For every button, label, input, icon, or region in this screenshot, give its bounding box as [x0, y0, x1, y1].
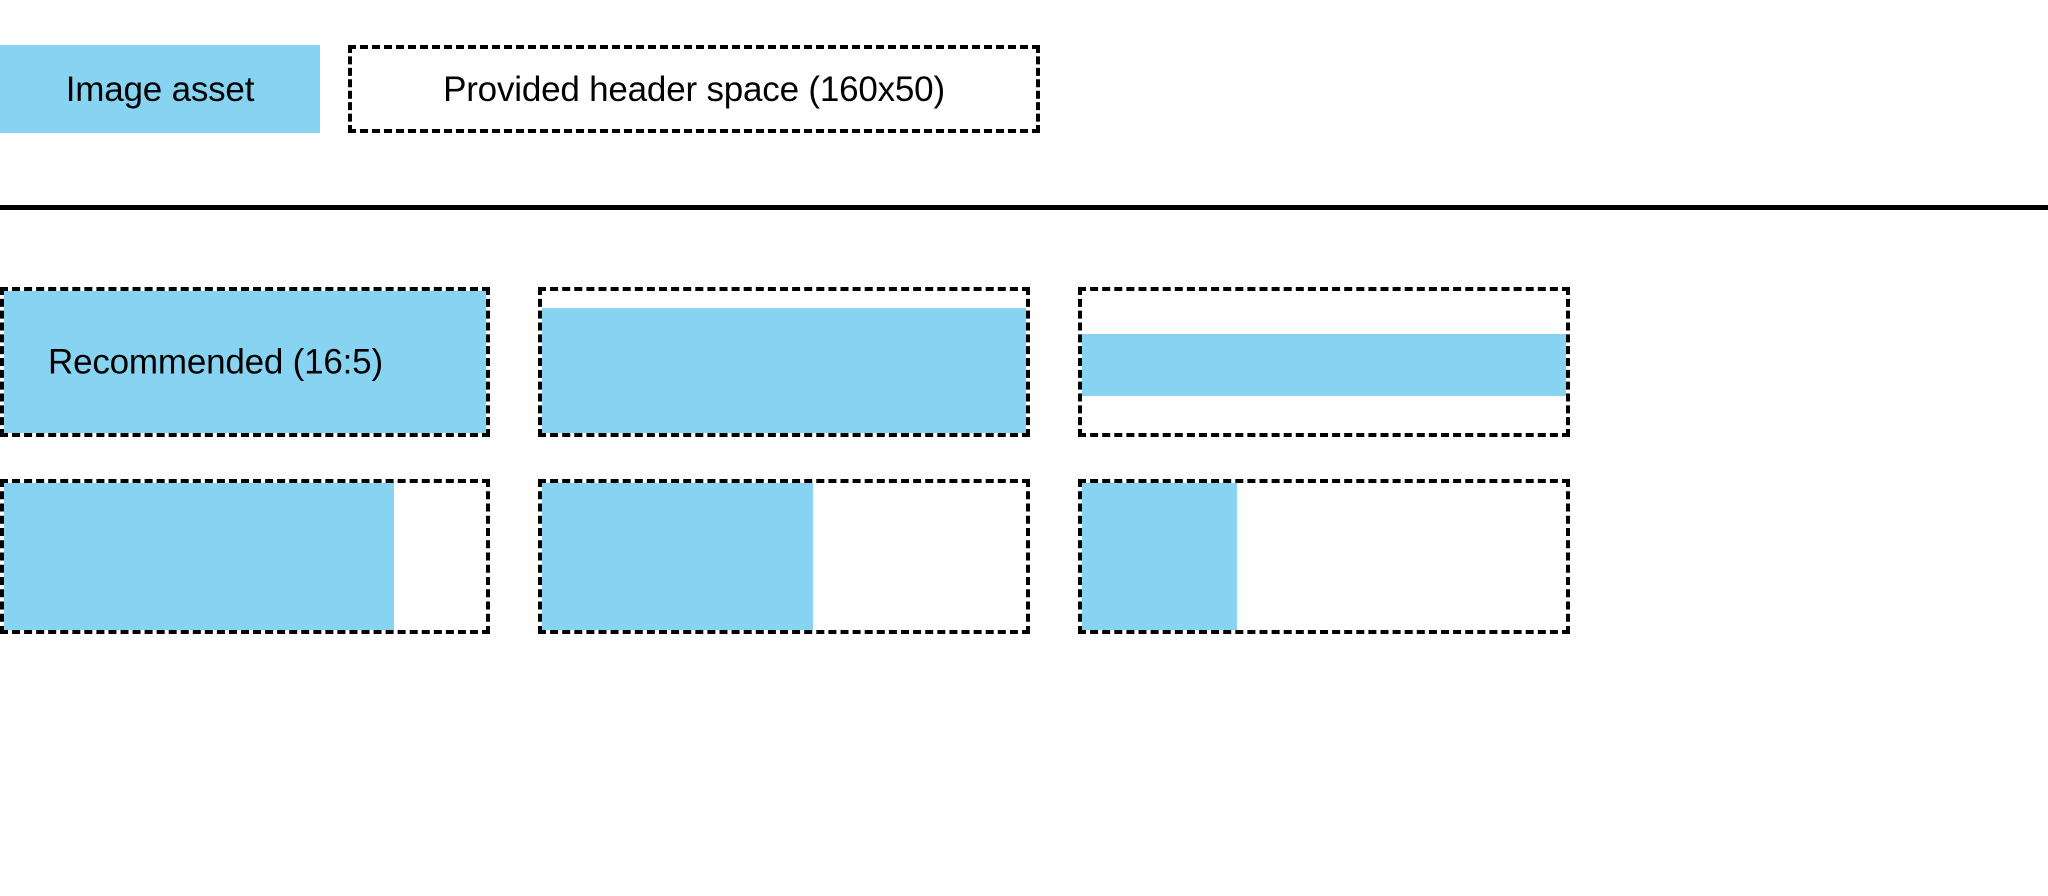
section-divider — [0, 205, 2048, 210]
header-legend-row: Image asset Provided header space (160x5… — [0, 45, 1400, 133]
example-cell-r2c1 — [0, 479, 490, 634]
grid-row-1: Recommended (16:5) — [0, 287, 2048, 437]
grid-row-2 — [0, 479, 2048, 634]
provided-header-space-box: Provided header space (160x50) — [348, 45, 1040, 133]
image-asset-swatch: Image asset — [0, 45, 320, 133]
asset-fill-r1c3 — [1082, 333, 1566, 397]
provided-header-space-label: Provided header space (160x50) — [443, 69, 945, 109]
example-cell-r1c1: Recommended (16:5) — [0, 287, 490, 437]
example-cell-r1c2 — [538, 287, 1030, 437]
asset-fill-r1c1 — [4, 291, 486, 433]
asset-fill-r1c2 — [542, 308, 1026, 433]
image-asset-label: Image asset — [65, 69, 255, 109]
asset-fill-r2c3 — [1082, 483, 1237, 630]
asset-fill-r2c2 — [542, 483, 814, 630]
example-cell-r2c2 — [538, 479, 1030, 634]
asset-fill-r2c1 — [4, 483, 395, 630]
example-cell-r1c3 — [1078, 287, 1570, 437]
recommended-ratio-label: Recommended (16:5) — [48, 342, 383, 382]
example-cell-r2c3 — [1078, 479, 1570, 634]
